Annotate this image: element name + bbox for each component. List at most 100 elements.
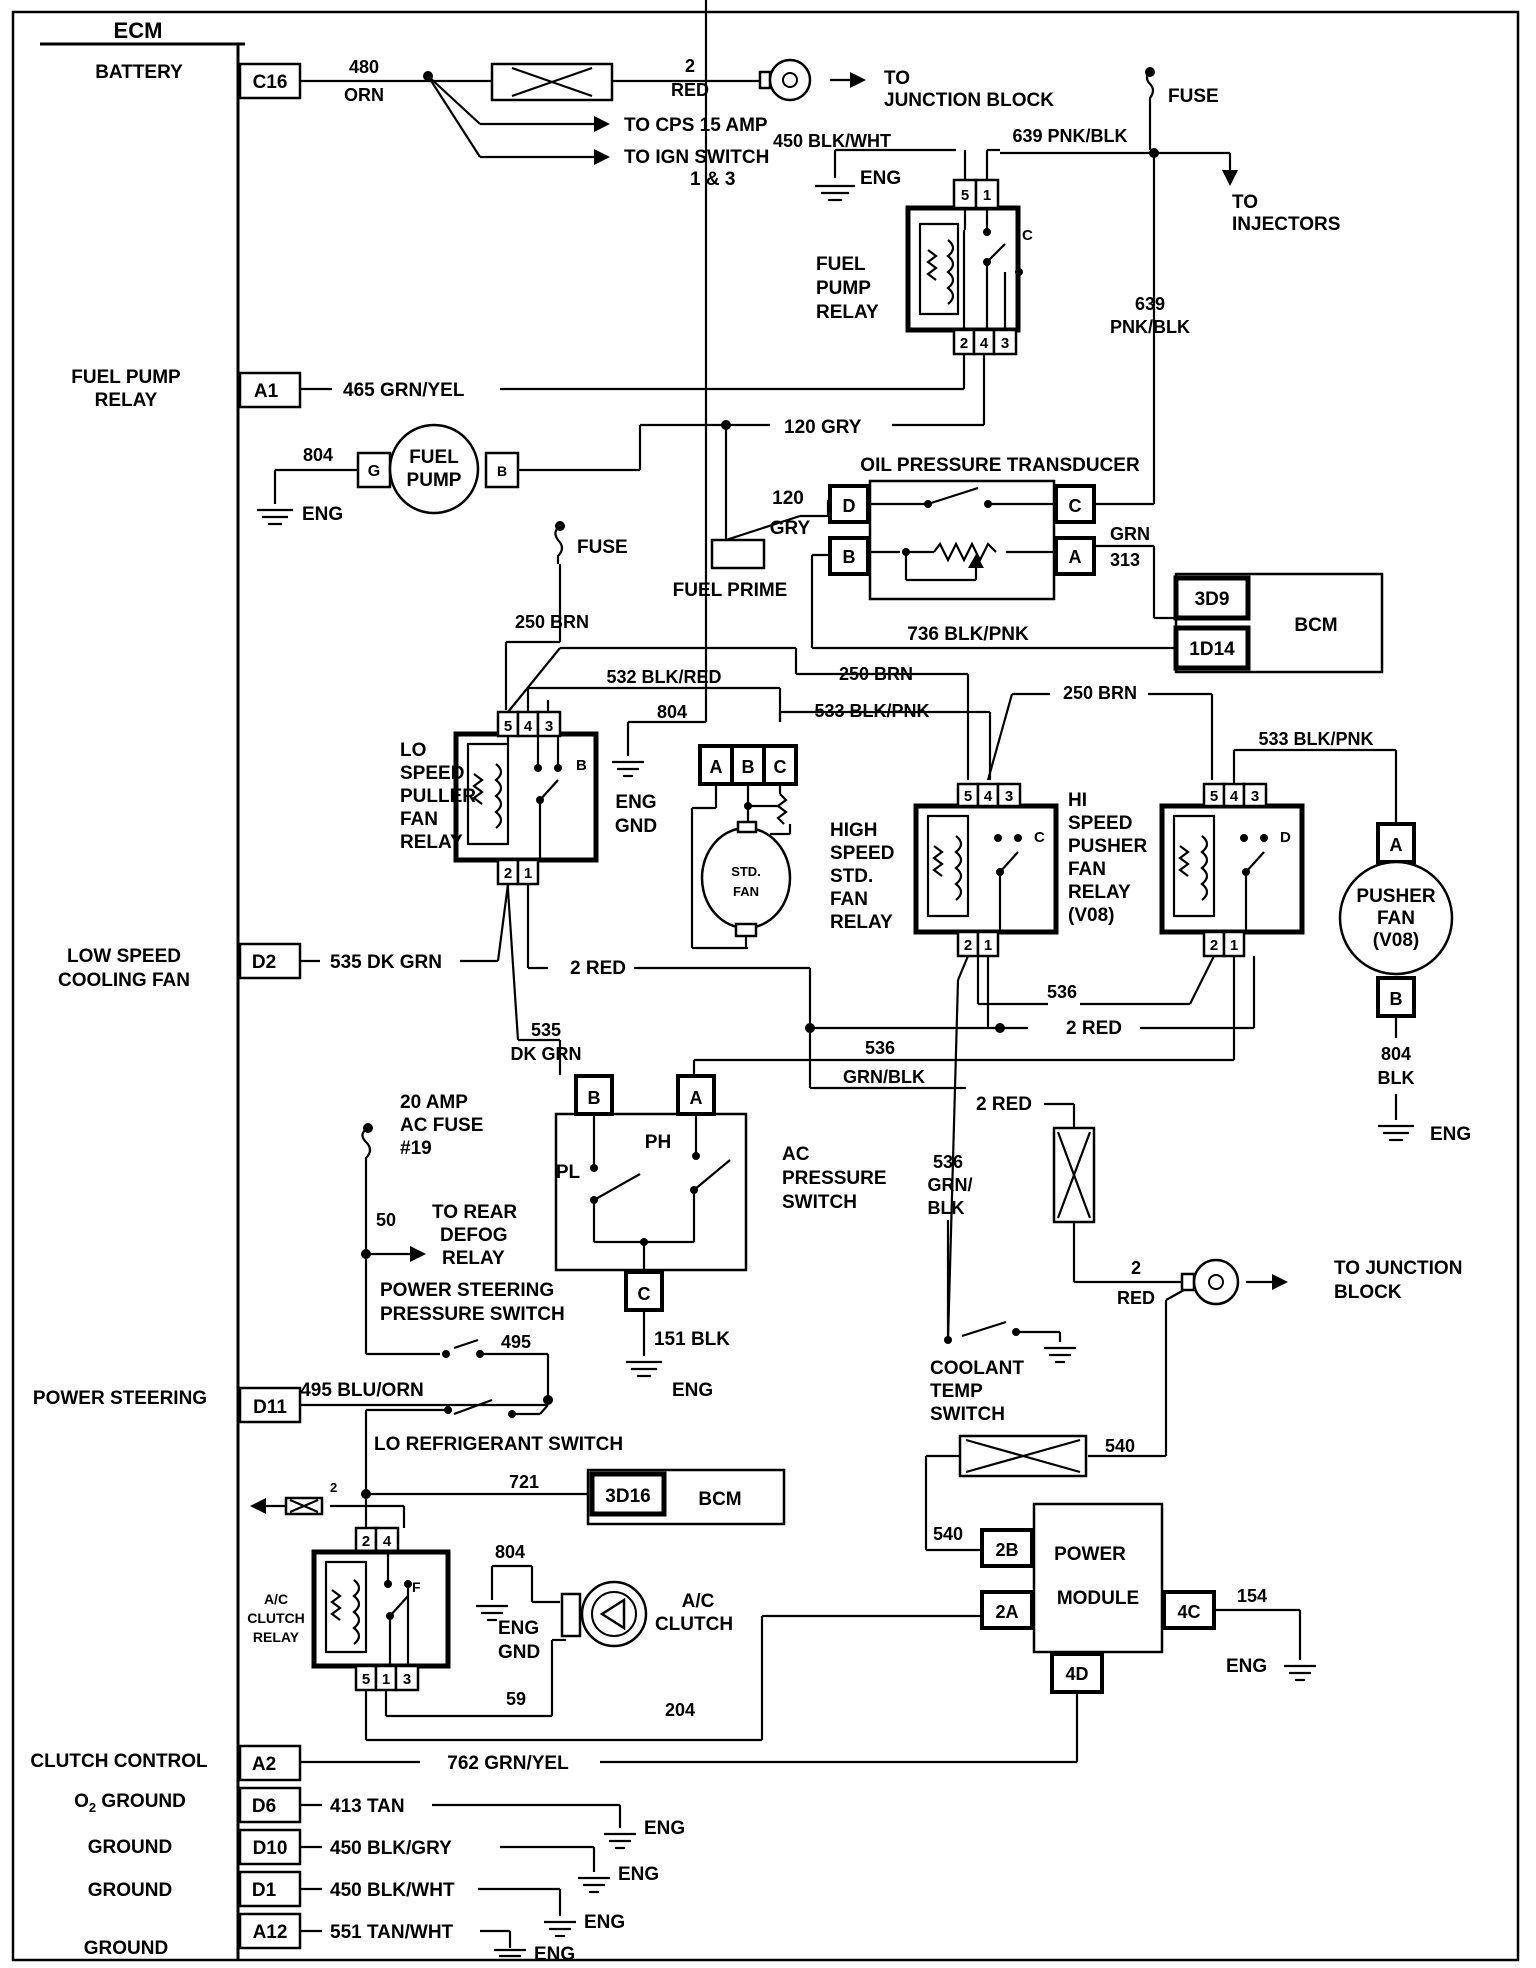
ac-clutch-relay: 2 4 5 1 3 F A/C CLUTCH RELAY 204 59 — [247, 1504, 982, 1742]
wire-label: C — [638, 1284, 651, 1304]
wire-label: PUMP — [816, 278, 871, 299]
wire-label: 4 — [383, 1533, 392, 1550]
bcm-top: 3D9 1D14 BCM — [1173, 572, 1384, 674]
wire-label: B — [497, 463, 507, 479]
wire-label: FUEL — [816, 254, 866, 275]
wire-label: 2 — [1210, 937, 1218, 954]
wire-label: JUNCTION BLOCK — [884, 90, 1054, 111]
battery-circuit: 480 ORN 2 RED TO JUNCTION BLOCK TO CPS 1… — [300, 56, 1054, 190]
pin-d1: D1 — [252, 1880, 277, 1901]
wire-label: PUMP — [407, 470, 462, 491]
wire-label: FUSE — [577, 537, 628, 558]
wire-label: OIL PRESSURE TRANSDUCER — [860, 455, 1140, 476]
wire-label: 3 — [1001, 335, 1009, 352]
wire-label: 532 BLK/RED — [606, 667, 721, 687]
wire-label: 2B — [995, 1540, 1018, 1560]
wire-label: FUEL — [409, 447, 459, 468]
wire-label: 250 BRN — [839, 664, 913, 684]
wire-label: ENG — [860, 168, 901, 189]
wire-label: 2 — [964, 937, 972, 954]
wire-label: 3 — [1251, 788, 1259, 805]
wire-label: RELAY — [253, 1629, 300, 1645]
pin-d10: D10 — [253, 1838, 288, 1859]
wire-label: DK GRN — [511, 1044, 582, 1064]
pin-a12: A12 — [253, 1922, 288, 1943]
wire-label: SPEED — [1068, 813, 1132, 834]
wire-label: SWITCH — [782, 1192, 857, 1213]
wire-label: GRN — [1110, 524, 1150, 544]
wire-label: FAN — [830, 889, 868, 910]
power-module: 540 2B 2A 4C 4D POWER MODULE 154 ENG — [600, 1434, 1316, 1764]
wire-label: FAN — [733, 884, 759, 899]
wire-label: C — [774, 757, 787, 777]
fan-wiring: 250 BRN 532 BLK/RED 250 BRN 804 ENG GND … — [507, 0, 1214, 837]
wire-label: A — [1069, 547, 1082, 567]
wire-label: TO JUNCTION — [1334, 1258, 1462, 1279]
ecm-label-low-speed-fan: LOW SPEED — [67, 946, 181, 967]
wire-label: 2 — [362, 1533, 370, 1550]
wire-label: D — [843, 496, 856, 516]
wire-label: TO REAR — [432, 1202, 517, 1223]
wire-label: 540 — [1105, 1436, 1135, 1456]
ecm-label-ground-1: GROUND — [88, 1837, 172, 1858]
wire-label: 3D16 — [605, 1486, 650, 1507]
wire-label: HI — [1068, 790, 1087, 811]
wire-label: 120 GRY — [784, 417, 862, 438]
wire-label: PH — [645, 1132, 671, 1153]
wire-label: 450 BLK/WHT — [773, 131, 891, 151]
wire-label: RELAY — [442, 1248, 505, 1269]
pin-d6: D6 — [252, 1796, 276, 1817]
wire-label: 5 — [961, 187, 969, 204]
wire-label: C — [1069, 496, 1082, 516]
oil-pressure-transducer: OIL PRESSURE TRANSDUCER D B C A GRN 313 … — [810, 455, 1176, 650]
ecm-title: ECM — [114, 18, 163, 43]
wire-label: 4 — [980, 335, 989, 352]
wire-label: INJECTORS — [1232, 214, 1340, 235]
wire-label: 1 & 3 — [690, 169, 735, 190]
wire-label: C — [1022, 227, 1033, 244]
wire-label: 3 — [403, 1671, 411, 1688]
wire-label: 1 — [983, 187, 991, 204]
ecm-label-fuel-pump-relay: FUEL PUMP — [71, 367, 181, 388]
wire-label: ENG — [584, 1912, 625, 1933]
wire-label: ORN — [344, 85, 384, 105]
wire-label: BLK — [928, 1198, 965, 1218]
wire-label: 151 BLK — [654, 1329, 730, 1350]
wire-label: A — [1390, 835, 1403, 855]
wire-label: PL — [556, 1162, 581, 1183]
wire-label: 2 — [960, 335, 968, 352]
wire-label: FAN — [400, 809, 438, 830]
wire-label: 2 RED — [976, 1094, 1032, 1115]
wire-label: DEFOG — [440, 1225, 508, 1246]
wire-label: B — [576, 757, 587, 774]
wire-label: PUSHER — [1068, 836, 1147, 857]
wire-label: A/C — [682, 1591, 715, 1612]
wire-label: 5 — [964, 788, 972, 805]
wire-label: FUEL PRIME — [673, 580, 788, 601]
wire-label: RED — [671, 80, 709, 100]
wire-label: G — [368, 463, 380, 480]
wire-label: POWER — [1054, 1544, 1126, 1565]
std-fan: A B C STD. FAN HIGH SPEED STD. FAN RELAY — [690, 744, 894, 950]
wire-label: 535 — [531, 1020, 561, 1040]
wire-label: 480 — [349, 57, 379, 77]
ecm-label-o2-ground: O2 GROUND — [74, 1791, 186, 1815]
wire-label: 1 — [524, 865, 532, 882]
ecm-pins: C16 A1 D2 D11 A2 D6 D10 D1 A12 — [238, 62, 302, 1950]
lo-speed-puller-relay: 5 4 3 2 1 B LO SPEED PULLER FAN RELAY — [400, 710, 599, 886]
fuel-pump: G FUEL PUMP B 804 ENG — [257, 423, 520, 526]
wire-label: PULLER — [400, 786, 476, 807]
wire-label: A — [690, 1088, 703, 1108]
wire-label: 5 — [362, 1671, 370, 1688]
wire-label: 4D — [1065, 1664, 1088, 1684]
wire-label: 4 — [524, 718, 533, 735]
ac-fuse-circuit: 20 AMP AC FUSE #19 50 TO REAR DEFOG RELA… — [300, 1092, 623, 1494]
wire-label: FUSE — [1168, 86, 1219, 107]
wire-label: 736 BLK/PNK — [907, 624, 1029, 645]
wire-label: GND — [615, 816, 657, 837]
diagram-frame — [11, 10, 1520, 1962]
wire-label: 2 — [1131, 1258, 1141, 1278]
wire-label: 450 BLK/WHT — [330, 1880, 455, 1901]
wire-label: CLUTCH — [247, 1610, 305, 1626]
wire-label: 804 — [1381, 1044, 1411, 1064]
